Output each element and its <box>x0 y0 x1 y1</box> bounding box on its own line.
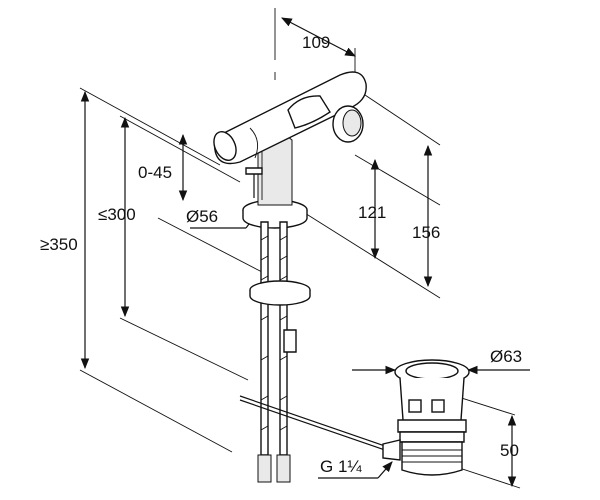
dimension-labels: 109 0-45 ≤300 ≥350 Ø56 121 156 Ø63 50 G … <box>40 33 522 476</box>
label-spout-reach: 109 <box>302 33 330 52</box>
dimension-lines <box>80 17 530 488</box>
label-lever-range: 0-45 <box>138 163 172 182</box>
supply-hoses <box>249 221 311 483</box>
label-base-diameter: Ø56 <box>186 207 218 226</box>
tap-body <box>213 71 367 229</box>
label-waste-height: 50 <box>500 441 519 460</box>
label-total-height: 156 <box>412 223 440 242</box>
pop-up-linkage <box>239 395 386 451</box>
waste-fitting <box>382 359 470 476</box>
label-max-height-300: ≤300 <box>98 205 136 224</box>
label-spout-height: 121 <box>358 203 386 222</box>
label-waste-diameter: Ø63 <box>490 347 522 366</box>
label-thread: G 1¼ <box>320 457 362 476</box>
label-min-height-350: ≥350 <box>40 235 78 254</box>
